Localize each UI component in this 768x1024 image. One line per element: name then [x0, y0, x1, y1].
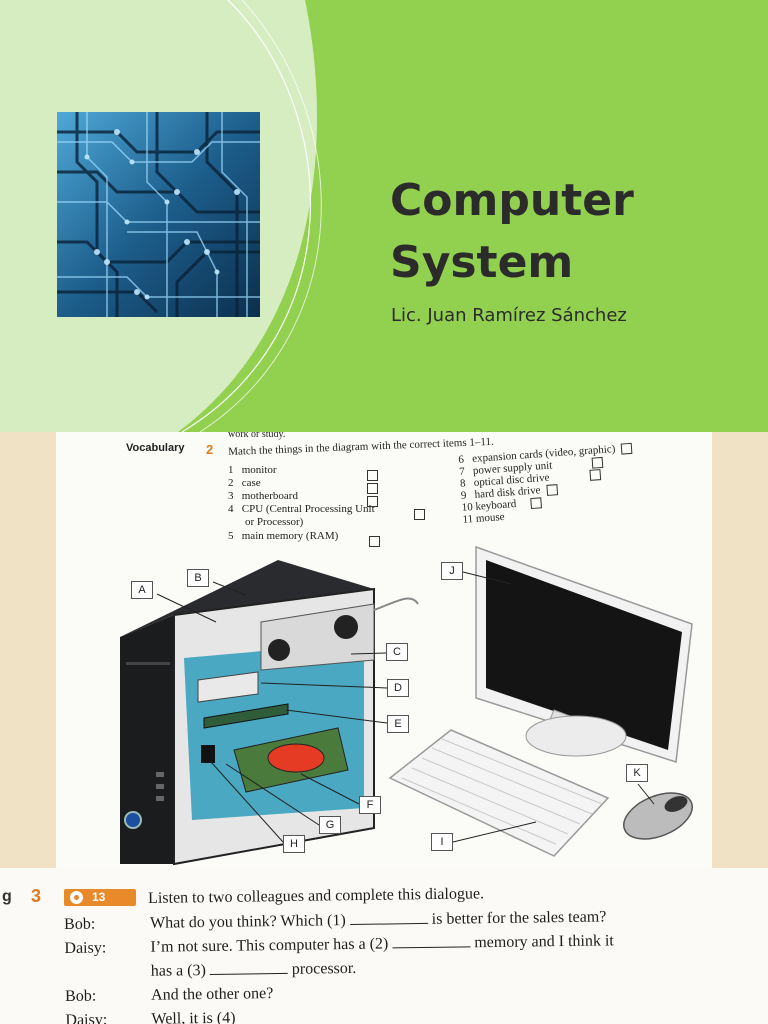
- diagram-label-f: F: [359, 796, 381, 814]
- vocabulary-page: work or study. Vocabulary 2 Match the th…: [56, 432, 712, 868]
- power-cable: [373, 597, 419, 611]
- fan: [334, 615, 358, 639]
- dialogue-exercise: g 3 13 Listen to two colleagues and comp…: [0, 868, 768, 1024]
- decor-curve: [181, 0, 312, 432]
- speaker: Bob:: [65, 987, 97, 1005]
- front-port: [156, 784, 164, 789]
- mouse-button: [664, 796, 688, 812]
- ram-stick: [203, 703, 289, 729]
- side-letter: g: [2, 888, 12, 905]
- answer-blank[interactable]: [392, 945, 471, 949]
- speaker: Daisy:: [64, 939, 107, 957]
- speaker: Daisy:: [65, 1011, 108, 1024]
- author-name: Lic. Juan Ramírez Sánchez: [391, 305, 627, 326]
- answer-checkbox[interactable]: [367, 496, 378, 507]
- graphic-card-cooler: [267, 743, 325, 773]
- answer-blank[interactable]: [209, 971, 288, 975]
- answer-checkbox[interactable]: [620, 442, 633, 455]
- title-line: Computer: [390, 175, 634, 226]
- page-fragment: work or study.: [228, 432, 286, 440]
- diagram-label-i: I: [431, 833, 453, 851]
- title-slide: Computer System Lic. Juan Ramírez Sánche…: [0, 0, 768, 432]
- vocab-item: 3 motherboard: [228, 490, 298, 502]
- diagram-label-j: J: [441, 562, 463, 580]
- answer-checkbox[interactable]: [546, 484, 558, 496]
- speaker: Bob:: [64, 915, 96, 933]
- title-line: System: [390, 237, 574, 288]
- answer-checkbox[interactable]: [588, 469, 601, 481]
- vocab-item: 1 monitor: [228, 464, 277, 476]
- diagram-label-k: K: [626, 764, 648, 782]
- answer-checkbox[interactable]: [367, 483, 378, 494]
- decor-curve: [199, 0, 322, 432]
- answer-checkbox[interactable]: [367, 470, 378, 481]
- cpu-chip: [201, 745, 215, 763]
- mouse: [623, 792, 693, 840]
- vocab-column-2: 6 expansion cards (video, graphic) 7 pow…: [458, 442, 637, 526]
- slide-title: Computer System: [390, 170, 750, 294]
- front-slot: [126, 662, 170, 665]
- vocabulary-heading: Vocabulary: [126, 442, 185, 454]
- power-button: [124, 811, 142, 829]
- exercise-number: 2: [206, 442, 214, 457]
- diagram-label-h: H: [283, 835, 305, 853]
- power-supply: [197, 671, 259, 703]
- vocab-item: 5 main memory (RAM): [228, 530, 339, 542]
- exercise-number: 3: [31, 886, 42, 906]
- diagram-label-e: E: [387, 715, 409, 733]
- case-top: [120, 560, 374, 637]
- leader-lines: [156, 571, 655, 843]
- answer-checkbox[interactable]: [529, 497, 542, 510]
- diagram-label-g: G: [319, 816, 341, 834]
- track-number: 13: [92, 890, 106, 904]
- computer-diagram: [120, 545, 693, 866]
- audio-track-badge[interactable]: 13: [64, 889, 136, 906]
- diagram-label-b: B: [187, 569, 209, 587]
- keyboard-keys: [401, 738, 603, 845]
- answer-checkbox[interactable]: [414, 509, 425, 520]
- vocab-item: or Processor): [245, 516, 304, 528]
- case-front: [120, 615, 174, 864]
- dialogue-instruction: Listen to two colleagues and complete th…: [148, 885, 485, 907]
- cd-icon: [70, 891, 83, 904]
- diagram-label-c: C: [386, 643, 408, 661]
- monitor-stand: [525, 715, 627, 757]
- keyboard: [388, 729, 610, 857]
- circuit-board-image: [57, 112, 260, 317]
- vocab-item: 4 CPU (Central Processing Unit: [228, 503, 375, 515]
- speaker: [65, 976, 151, 977]
- answer-blank[interactable]: [349, 921, 428, 926]
- monitor-screen: [486, 560, 682, 750]
- answer-checkbox[interactable]: [369, 536, 380, 547]
- dialogue-lines: Bob:What do you think? Which (1) is bett…: [64, 906, 766, 1024]
- front-port: [156, 796, 164, 801]
- vocab-item: 2 case: [228, 477, 261, 489]
- front-port: [156, 772, 164, 777]
- answer-checkbox[interactable]: [591, 456, 604, 469]
- diagram-label-d: D: [387, 679, 409, 697]
- diagram-label-a: A: [131, 581, 153, 599]
- fan: [268, 639, 290, 661]
